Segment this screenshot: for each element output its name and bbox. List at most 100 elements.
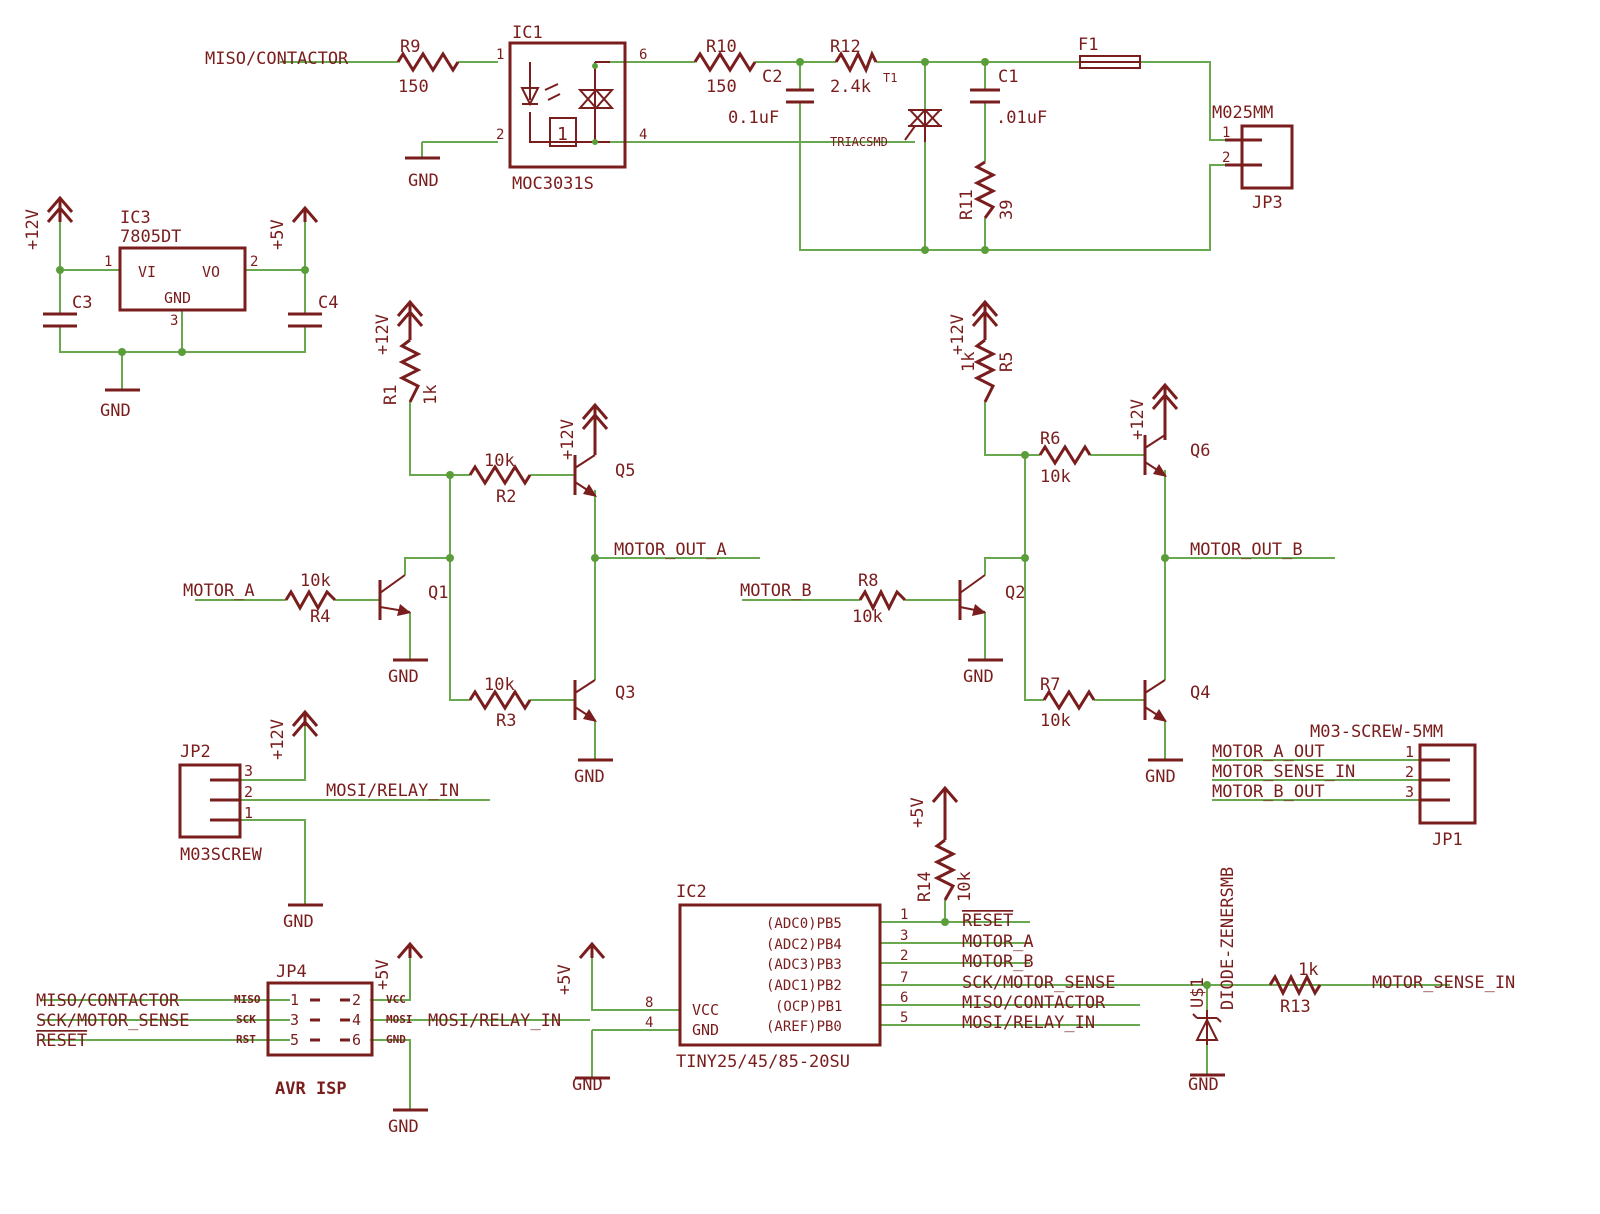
net-label-sck-motor-sense: SCK/MOTOR_SENSE xyxy=(962,973,1116,993)
transistor-q5 xyxy=(573,454,597,497)
transistor-q6 xyxy=(1143,434,1167,477)
gnd-label-ic2: GND xyxy=(572,1075,603,1095)
pin-ic3-1: 1 xyxy=(104,254,112,270)
pin-jp3-1: 1 xyxy=(1222,125,1230,141)
pin-name-isp-vcc: VCC xyxy=(386,993,406,1006)
ref-r14: R14 xyxy=(915,871,935,902)
ref-jp3: JP3 xyxy=(1252,193,1283,213)
optocoupler-ic1 xyxy=(508,41,627,169)
supply-arrow-jp2-12v xyxy=(291,709,319,737)
pin-jp2-1: 1 xyxy=(244,804,253,822)
pin-name-ic2-pb5: (ADC0)PB5 xyxy=(766,916,842,932)
zener-diode-u1 xyxy=(1192,1010,1222,1045)
net-label-ic2-motor-b: MOTOR_B xyxy=(962,952,1034,972)
ref-q2: Q2 xyxy=(1005,583,1025,603)
resistor-r3 xyxy=(468,689,532,711)
pin-name-isp-rst: RST xyxy=(236,1033,256,1046)
gnd-label-q2: GND xyxy=(963,667,994,687)
ref-c2: C2 xyxy=(762,67,782,87)
pin-isp-3: 3 xyxy=(290,1011,299,1029)
pin-name-ic2-pb1: (OCP)PB1 xyxy=(775,999,842,1015)
part-jp3: M025MM xyxy=(1212,103,1273,123)
resistor-r9 xyxy=(396,51,460,73)
net-label-jp2-mosi-relay-in: MOSI/RELAY_IN xyxy=(326,781,459,801)
supply-label-q5-12v: +12V xyxy=(558,419,578,460)
value-r11: 39 xyxy=(997,200,1017,220)
resistor-r13 xyxy=(1268,973,1322,997)
value-r2: 10k xyxy=(484,451,515,471)
connector-jp1 xyxy=(1418,743,1477,825)
transistor-q2 xyxy=(958,574,986,620)
value-r4: 10k xyxy=(300,571,331,591)
pin-ic2-3: 3 xyxy=(900,928,908,944)
pin-ic2-7: 7 xyxy=(900,970,908,986)
pin-ic3-3: 3 xyxy=(170,313,178,329)
ref-r3: R3 xyxy=(496,711,516,731)
ref-u1: U$1 xyxy=(1188,977,1208,1008)
value-r3: 10k xyxy=(484,675,515,695)
resistor-r11 xyxy=(973,160,997,219)
value-r7: 10k xyxy=(1040,711,1071,731)
pin-name-ic2-pb0: (AREF)PB0 xyxy=(766,1019,842,1035)
pin-name-ic2-pb3: (ADC3)PB3 xyxy=(766,957,842,973)
pin-jp1-1: 1 xyxy=(1405,743,1414,761)
capacitor-c2 xyxy=(786,88,814,104)
supply-arrow-ic3-5v xyxy=(291,205,319,223)
supply-label-q6-12v: +12V xyxy=(1128,399,1148,440)
labels: MISO/CONTACTOR R9 150 IC1 MOC3031S 1 2 6… xyxy=(23,23,1515,1137)
supply-label-r1-12v: +12V xyxy=(373,314,393,355)
net-label-motor-b-out: MOTOR_B_OUT xyxy=(1212,782,1325,802)
net-label-isp-sck-motor-sense: SCK/MOTOR_SENSE xyxy=(36,1011,190,1031)
ref-r10: R10 xyxy=(706,37,737,57)
net-label-ic2-mosi-relay-in: MOSI/RELAY_IN xyxy=(962,1013,1095,1033)
ref-q6: Q6 xyxy=(1190,441,1210,461)
net-label-isp-reset: RESET xyxy=(36,1031,87,1051)
pin-jp2-3: 3 xyxy=(244,762,253,780)
ref-r9: R9 xyxy=(400,37,420,57)
pin-jp1-2: 2 xyxy=(1405,763,1414,781)
pin-jp2-2: 2 xyxy=(244,783,253,801)
ref-r2: R2 xyxy=(496,487,516,507)
ref-f1: F1 xyxy=(1078,35,1098,55)
ref-ic3: IC3 xyxy=(120,208,151,228)
value-r9: 150 xyxy=(398,77,429,97)
gnd-label-ic1: GND xyxy=(408,171,439,191)
pin-name-isp-gnd: GND xyxy=(386,1033,406,1046)
microcontroller-ic2 xyxy=(678,903,882,1047)
net-label-miso-contactor: MISO/CONTACTOR xyxy=(205,49,349,69)
ref-q4: Q4 xyxy=(1190,683,1210,703)
ref-r5: R5 xyxy=(997,352,1017,372)
supply-arrow-ic3-12v xyxy=(46,195,74,223)
part-triac: TRIACSMD xyxy=(830,135,888,149)
ref-jp2: JP2 xyxy=(180,742,211,762)
pin-ic1-6: 6 xyxy=(639,47,647,63)
part-diode-zener: DIODE-ZENERSMB xyxy=(1218,867,1238,1010)
net-label-ic2-miso-contactor: MISO/CONTACTOR xyxy=(962,993,1106,1013)
value-r5: 1k xyxy=(959,352,979,372)
ref-r6: R6 xyxy=(1040,429,1060,449)
ref-q3: Q3 xyxy=(615,683,635,703)
pin-ic1-1: 1 xyxy=(496,47,504,63)
resistor-r10 xyxy=(693,51,757,73)
value-r10: 150 xyxy=(706,77,737,97)
fuse-f1 xyxy=(1079,55,1141,69)
resistor-r2 xyxy=(468,464,532,486)
value-c2: 0.1uF xyxy=(728,108,779,128)
supply-label-r5-12v: +12V xyxy=(948,314,968,355)
pin-isp-6: 6 xyxy=(352,1031,361,1049)
pin-ic2-8: 8 xyxy=(645,995,653,1011)
net-label-motor-b: MOTOR_B xyxy=(740,581,812,601)
resistor-r12 xyxy=(834,50,878,74)
supply-label-ic3-12v: +12V xyxy=(23,209,43,250)
value-r13: 1k xyxy=(1298,960,1318,980)
gnd-label-u1: GND xyxy=(1188,1075,1219,1095)
part-jp2: M03SCREW xyxy=(180,845,263,865)
resistor-r6 xyxy=(1038,444,1092,466)
supply-arrow-ic2-5v xyxy=(578,941,606,959)
supply-arrow-r14-5v xyxy=(931,785,959,840)
regulator-ic3 xyxy=(118,246,247,312)
part-ic1: MOC3031S xyxy=(512,174,594,194)
ref-r1: R1 xyxy=(381,385,401,405)
pin-name-ic2-pb4: (ADC2)PB4 xyxy=(766,937,842,953)
net-label-motor-a-out: MOTOR_A_OUT xyxy=(1212,742,1325,762)
